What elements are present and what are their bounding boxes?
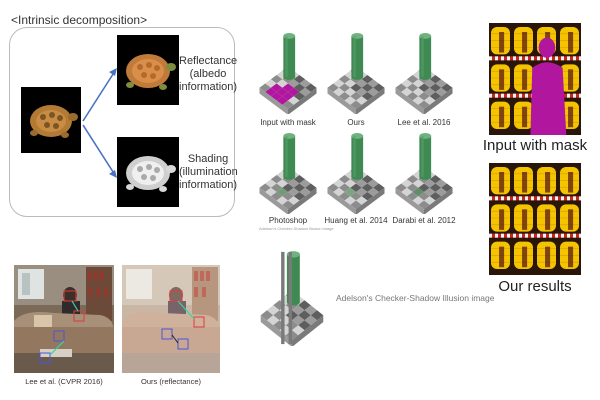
room-ours-reflectance-image — [122, 265, 220, 373]
checker-lee-2016 — [395, 33, 453, 114]
shading-label: Shading (illumination information) — [179, 153, 238, 191]
checker-darabi-2012 — [395, 133, 453, 214]
checker-footnote: Adelson's Checker-Shadow Illusion image — [259, 226, 334, 231]
checker-huang-2014 — [327, 133, 385, 214]
page-mark: 15 — [445, 218, 450, 223]
decomposition-arrows — [82, 68, 117, 178]
checker-photoshop — [259, 133, 317, 214]
caption-huang-2014: Huang et al. 2014 — [324, 216, 388, 225]
checker-input-with-mask — [259, 33, 317, 114]
reflectance-label: Reflectance (albedo information) — [179, 55, 238, 93]
lantern-our-results-image — [489, 163, 581, 275]
checker-ours — [327, 33, 385, 114]
reflectance-turtle-image — [117, 35, 179, 105]
intrinsic-frame — [9, 27, 235, 217]
room-ours-caption: Ours (reflectance) — [140, 377, 202, 386]
adelson-label: Adelson's Checker-Shadow Illusion image — [336, 293, 495, 303]
intrinsic-title: <Intrinsic decomposition> — [11, 13, 148, 27]
room-lee-caption: Lee et al. (CVPR 2016) — [25, 377, 103, 386]
adelson-illusion-image — [260, 251, 324, 346]
lantern-input-label: Input with mask — [482, 137, 588, 154]
shading-turtle-image — [117, 137, 179, 207]
intrinsic-decomposition-panel: <Intrinsic decomposition> Reflectance — [3, 3, 238, 219]
caption-input-with-mask: Input with mask — [260, 118, 316, 127]
lantern-input-with-mask-image — [489, 23, 581, 135]
turtle-icon — [126, 54, 176, 90]
lantern-result-label: Our results — [498, 278, 572, 295]
room-lee-2016-image — [14, 265, 114, 373]
turtle-icon — [30, 105, 78, 138]
input-turtle-image — [21, 87, 81, 153]
caption-ours: Ours — [347, 118, 365, 127]
checker-comparison-grid: Input with mask Ours Lee et al. 2016 Pho… — [255, 30, 460, 231]
caption-lee-2016: Lee et al. 2016 — [397, 118, 451, 127]
caption-photoshop: Photoshop — [268, 216, 308, 225]
caption-darabi-2012: Darabi et al. 2012 — [392, 216, 456, 225]
turtle-icon — [126, 156, 176, 192]
